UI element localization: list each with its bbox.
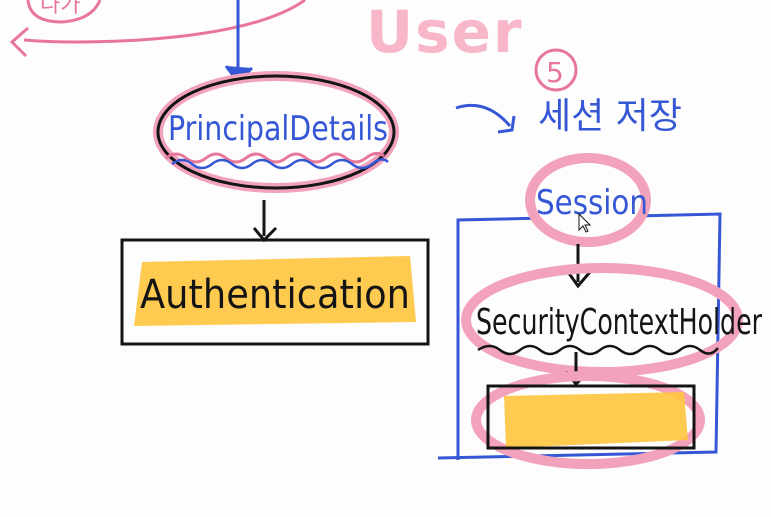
session-frame [437, 212, 722, 460]
session-label: Session [536, 183, 648, 223]
principal-details-label: PrincipalDetails [168, 109, 388, 149]
user-label: User [366, 0, 524, 66]
back-arrow-head [9, 26, 29, 58]
arrow-to-authentication [252, 200, 278, 243]
back-arrow-line [23, 0, 306, 44]
security-context-box [471, 371, 705, 469]
top-left-annotation: 나가 [9, 0, 306, 58]
step-five-marker: 5 [534, 48, 578, 92]
step-number: 5 [546, 56, 564, 89]
top-left-circled-label: 나가 [40, 0, 80, 18]
authentication-node: Authentication [120, 238, 430, 346]
session-node: Session [525, 153, 651, 247]
mouse-cursor-icon [578, 212, 592, 233]
arrow-to-security-context-holder [566, 244, 592, 289]
security-context-holder-label: SecurityContextHolder [476, 302, 762, 343]
authentication-label: Authentication [140, 272, 410, 318]
arrow-to-session-save [455, 103, 516, 134]
principal-details-node: PrincipalDetails [153, 71, 399, 193]
security-context-underline [477, 344, 719, 356]
authentication-highlight [134, 256, 416, 326]
principal-underline-blue [171, 158, 389, 170]
context-box-highlight [504, 392, 688, 448]
save-session-label: 세션 저장 [538, 96, 682, 137]
principal-underline-pink [165, 151, 385, 164]
arrow-into-principal-details [224, 0, 254, 85]
security-context-holder-node: SecurityContextHolder [461, 263, 762, 377]
